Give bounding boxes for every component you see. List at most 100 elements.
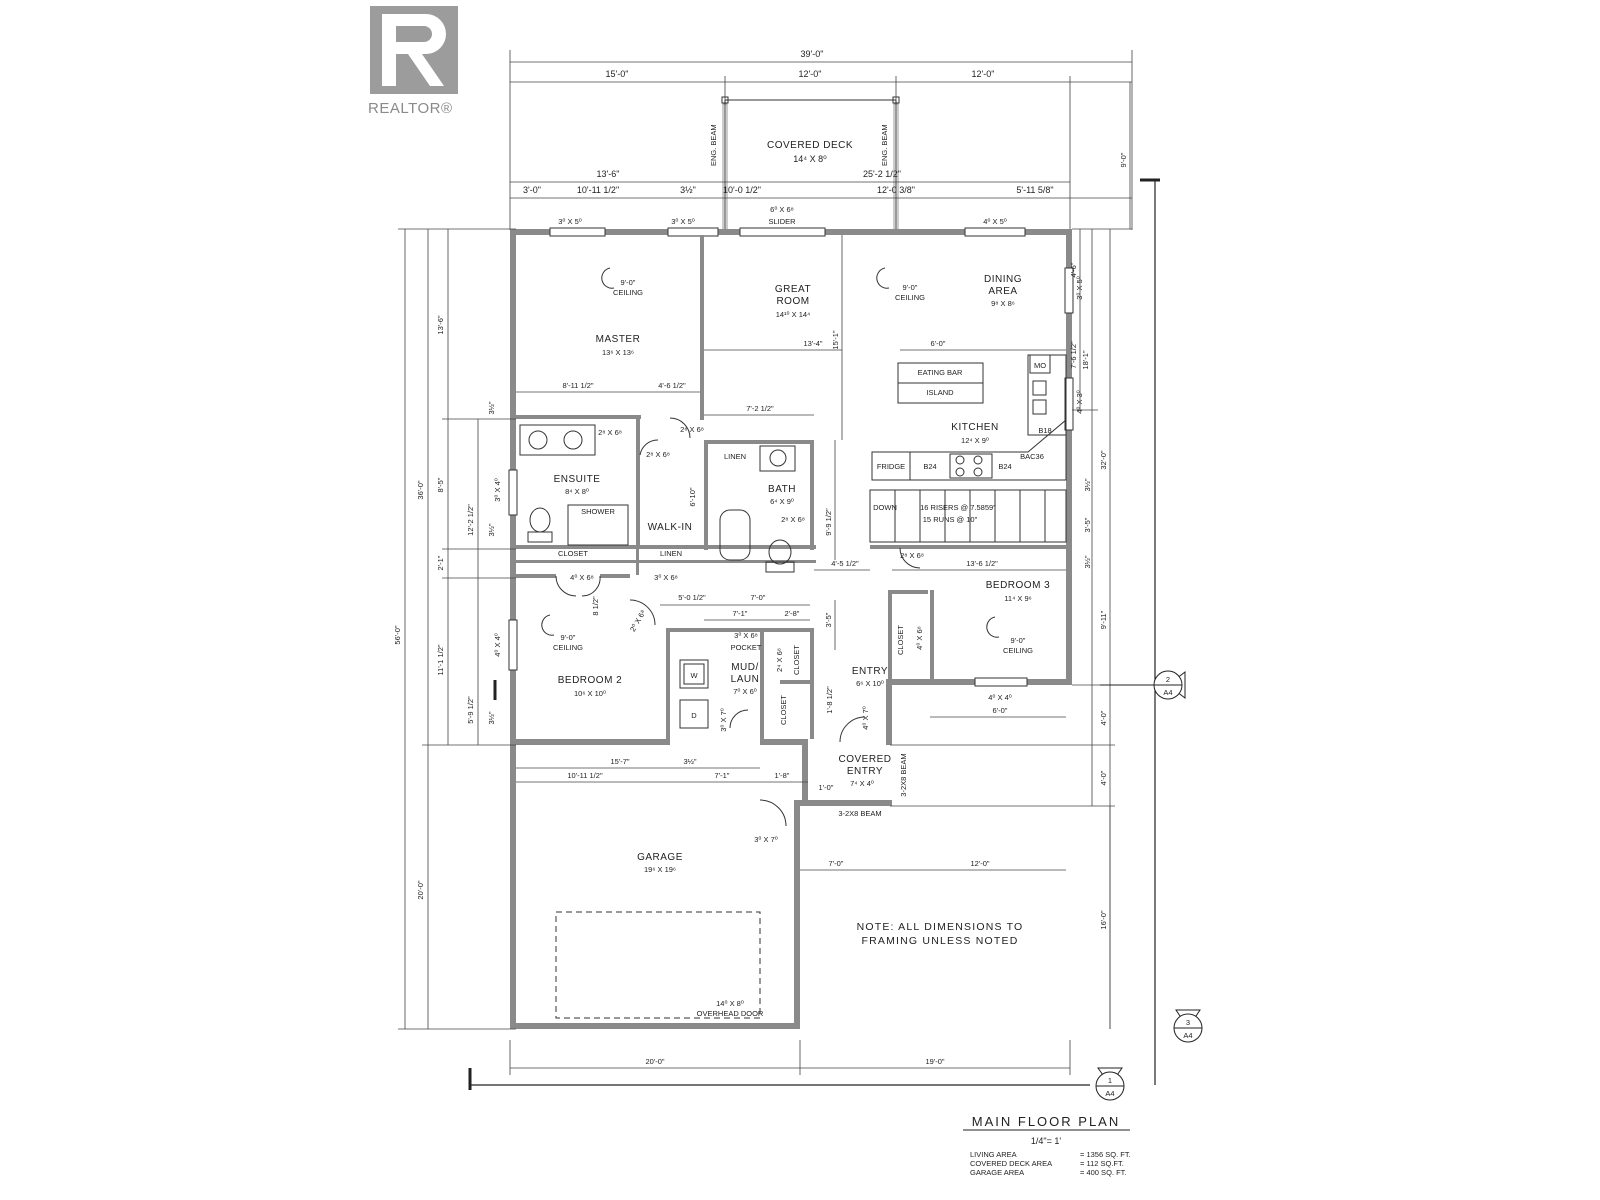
door-label-13: 3⁰ X 7⁰	[754, 835, 778, 844]
door-label-5: 4⁰ X 6⁸	[570, 573, 594, 582]
mud-laun-name1: MUD/	[731, 662, 759, 673]
dim-top-g: 10'-11 1/2"	[577, 185, 619, 195]
ceiling-markers	[541, 267, 1000, 638]
bedroom2-name: BEDROOM 2	[558, 675, 623, 686]
dim-top-i: 10'-0 1/2"	[723, 185, 761, 195]
dim-int-o: 3'-5"	[824, 612, 833, 627]
covered-entry-name1: COVERED	[839, 754, 892, 765]
section-marker-1	[1095, 1067, 1125, 1101]
shower-label: SHOWER	[581, 507, 615, 516]
fridge-label: FRIDGE	[877, 462, 905, 471]
interior-dimensions	[516, 235, 1066, 871]
dim-int-c: 13'-4"	[803, 339, 822, 348]
great-room-size: 14¹⁰ X 14⁴	[776, 310, 811, 319]
dim-top-h: 3½"	[680, 185, 696, 195]
dim-left-g: 3½"	[487, 401, 496, 414]
section-marker-2	[1100, 670, 1186, 700]
section-3-num: 3	[1186, 1018, 1190, 1027]
window-label-3: 4⁰ X 5⁰	[983, 217, 1007, 226]
dim-bottom-a: 20'-0"	[645, 1057, 664, 1066]
master-size: 13⁶ X 13⁶	[602, 348, 634, 357]
closet-entry-label: CLOSET	[779, 695, 788, 725]
dim-int-x: 1'-0"	[819, 783, 834, 792]
dim-top-a: 15'-0"	[606, 69, 629, 79]
closet-b3-label: CLOSET	[896, 625, 905, 655]
note-line2: FRAMING UNLESS NOTED	[861, 935, 1018, 947]
eng-beam-left-label: ENG. BEAM	[709, 124, 718, 166]
dim-top-e: 25'-2 1/2"	[863, 169, 901, 179]
dim-right-f: 3½"	[1083, 478, 1092, 491]
dim-left-j: 5'-9 1/2"	[466, 696, 475, 724]
note-line1: NOTE: ALL DIMENSIONS TO	[857, 921, 1024, 933]
left-dimensions	[398, 228, 516, 1030]
master-ceiling: 9'-0"	[621, 278, 636, 287]
door-label-9: 2⁰ X 6⁸	[628, 608, 648, 633]
dim-right-g: 3'-5"	[1083, 517, 1092, 532]
bottom-dimensions	[468, 1040, 1090, 1090]
entry-name: ENTRY	[852, 666, 888, 677]
interior-walls	[516, 235, 1070, 745]
bath-size: 6⁴ X 9⁰	[770, 497, 794, 506]
dim-int-i: 4'-5 1/2"	[831, 559, 859, 568]
mud-laun-name2: LAUN	[731, 674, 760, 685]
dim-right-h: 3½"	[1083, 555, 1092, 568]
bathroom-fixtures	[519, 424, 796, 573]
dim-int-u: 3½"	[683, 757, 696, 766]
entry-size: 6⁶ X 10⁰	[856, 679, 884, 688]
kitchen-size: 12⁴ X 9⁰	[961, 436, 989, 445]
dim-int-k: 5'-0 1/2"	[678, 593, 706, 602]
dim-left-overall: 56'-0"	[393, 625, 402, 644]
dim-bottom-b: 19'-0"	[925, 1057, 944, 1066]
eng-beam-right-label: ENG. BEAM	[880, 124, 889, 166]
dim-right-j: 4'-0"	[1099, 710, 1108, 725]
dim-left-d: 8'-5"	[436, 477, 445, 492]
covered-entry-name2: ENTRY	[847, 766, 883, 777]
windows	[508, 227, 1074, 687]
dim-int-g: 6'-10"	[688, 487, 697, 506]
dim-int-z: 12'-0"	[970, 859, 989, 868]
section-3-sheet: A4	[1183, 1031, 1192, 1040]
dim-right-a: 9'-0"	[1119, 152, 1128, 167]
bedroom3-ceiling-label: CEILING	[1003, 646, 1033, 655]
dim-int-w: 1'-8"	[775, 771, 790, 780]
right-dimensions	[890, 82, 1160, 1085]
dining-ceiling: 9'-0"	[903, 283, 918, 292]
overhead-door-size: 14⁰ X 8⁰	[716, 999, 744, 1008]
dim-top-b: 12'-0"	[799, 69, 822, 79]
laundry-fixtures	[679, 659, 709, 729]
dim-left-f: 11'-1 1/2"	[436, 644, 445, 675]
dim-top-c: 12'-0"	[972, 69, 995, 79]
bedroom3-ceiling: 9'-0"	[1011, 636, 1026, 645]
plan-title: MAIN FLOOR PLAN	[972, 1114, 1120, 1129]
dim-left-c: 13'-6"	[436, 315, 445, 334]
washer-label: W	[690, 671, 698, 680]
dim-int-f: 7'-2 1/2"	[746, 404, 774, 413]
dim-int-j: 13'-6 1/2"	[966, 559, 998, 568]
dim-right-l: 16'-0"	[1099, 910, 1108, 929]
kitchen-name: KITCHEN	[951, 422, 998, 433]
dim-int-v: 7'-1"	[715, 771, 730, 780]
section-2-sheet: A4	[1163, 688, 1172, 697]
garage-name: GARAGE	[637, 852, 683, 863]
area-value-deck: = 112 SQ.FT.	[1080, 1159, 1124, 1168]
window-label-4: 3⁰ X 5⁰	[1075, 276, 1084, 300]
garage-size: 19⁶ X 19⁶	[644, 865, 676, 874]
great-room-name1: GREAT	[775, 284, 811, 295]
bedroom3-name: BEDROOM 3	[986, 580, 1051, 591]
stairs	[869, 489, 1067, 543]
window-label-8: 4⁰ X 4⁰	[988, 693, 1012, 702]
dining-size: 9⁸ X 8⁶	[991, 299, 1015, 308]
b24b-label: B24	[998, 462, 1011, 471]
door-label-11: 3⁰ X 7⁰	[719, 708, 728, 732]
stairs-down-label: DOWN	[873, 503, 897, 512]
bac36-label: BAC36	[1020, 452, 1044, 461]
mud-laun-size: 7⁰ X 6⁰	[733, 687, 757, 696]
dim-overall-width: 39'-0"	[801, 49, 824, 59]
dim-int-m: 7'-1"	[733, 609, 748, 618]
door-swings	[555, 417, 921, 827]
master-name: MASTER	[596, 334, 641, 345]
dim-top-f: 3'-0"	[523, 185, 541, 195]
slider-label: SLIDER	[768, 217, 796, 226]
section-1-num: 1	[1108, 1076, 1112, 1085]
